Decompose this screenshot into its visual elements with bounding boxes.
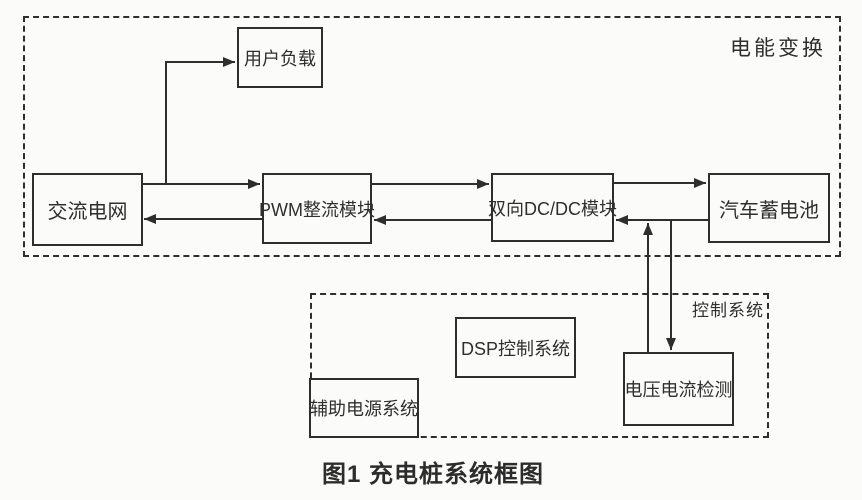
- control-system-group-frame: [310, 293, 769, 438]
- node-pwm-rectifier: PWM整流模块: [259, 173, 375, 244]
- node-dsp-control: DSP控制系统: [455, 317, 576, 378]
- edge-branch-to-user-load: [165, 57, 235, 184]
- node-user-load: 用户负载: [237, 27, 323, 88]
- control-system-group-label: 控制系统: [692, 301, 764, 320]
- power-conversion-group-label: 电能变换: [730, 37, 826, 60]
- figure-caption: 图1 充电桩系统框图: [322, 461, 545, 488]
- node-ev-battery: 汽车蓄电池: [708, 173, 830, 243]
- node-ac-grid: 交流电网: [32, 173, 143, 246]
- node-aux-power: 辅助电源系统: [309, 378, 419, 438]
- power-conversion-group-frame: [23, 16, 841, 257]
- node-bidirectional-dcdc: 双向DC/DC模块: [488, 173, 617, 242]
- node-voltage-current-detect: 电压电流检测: [623, 352, 734, 426]
